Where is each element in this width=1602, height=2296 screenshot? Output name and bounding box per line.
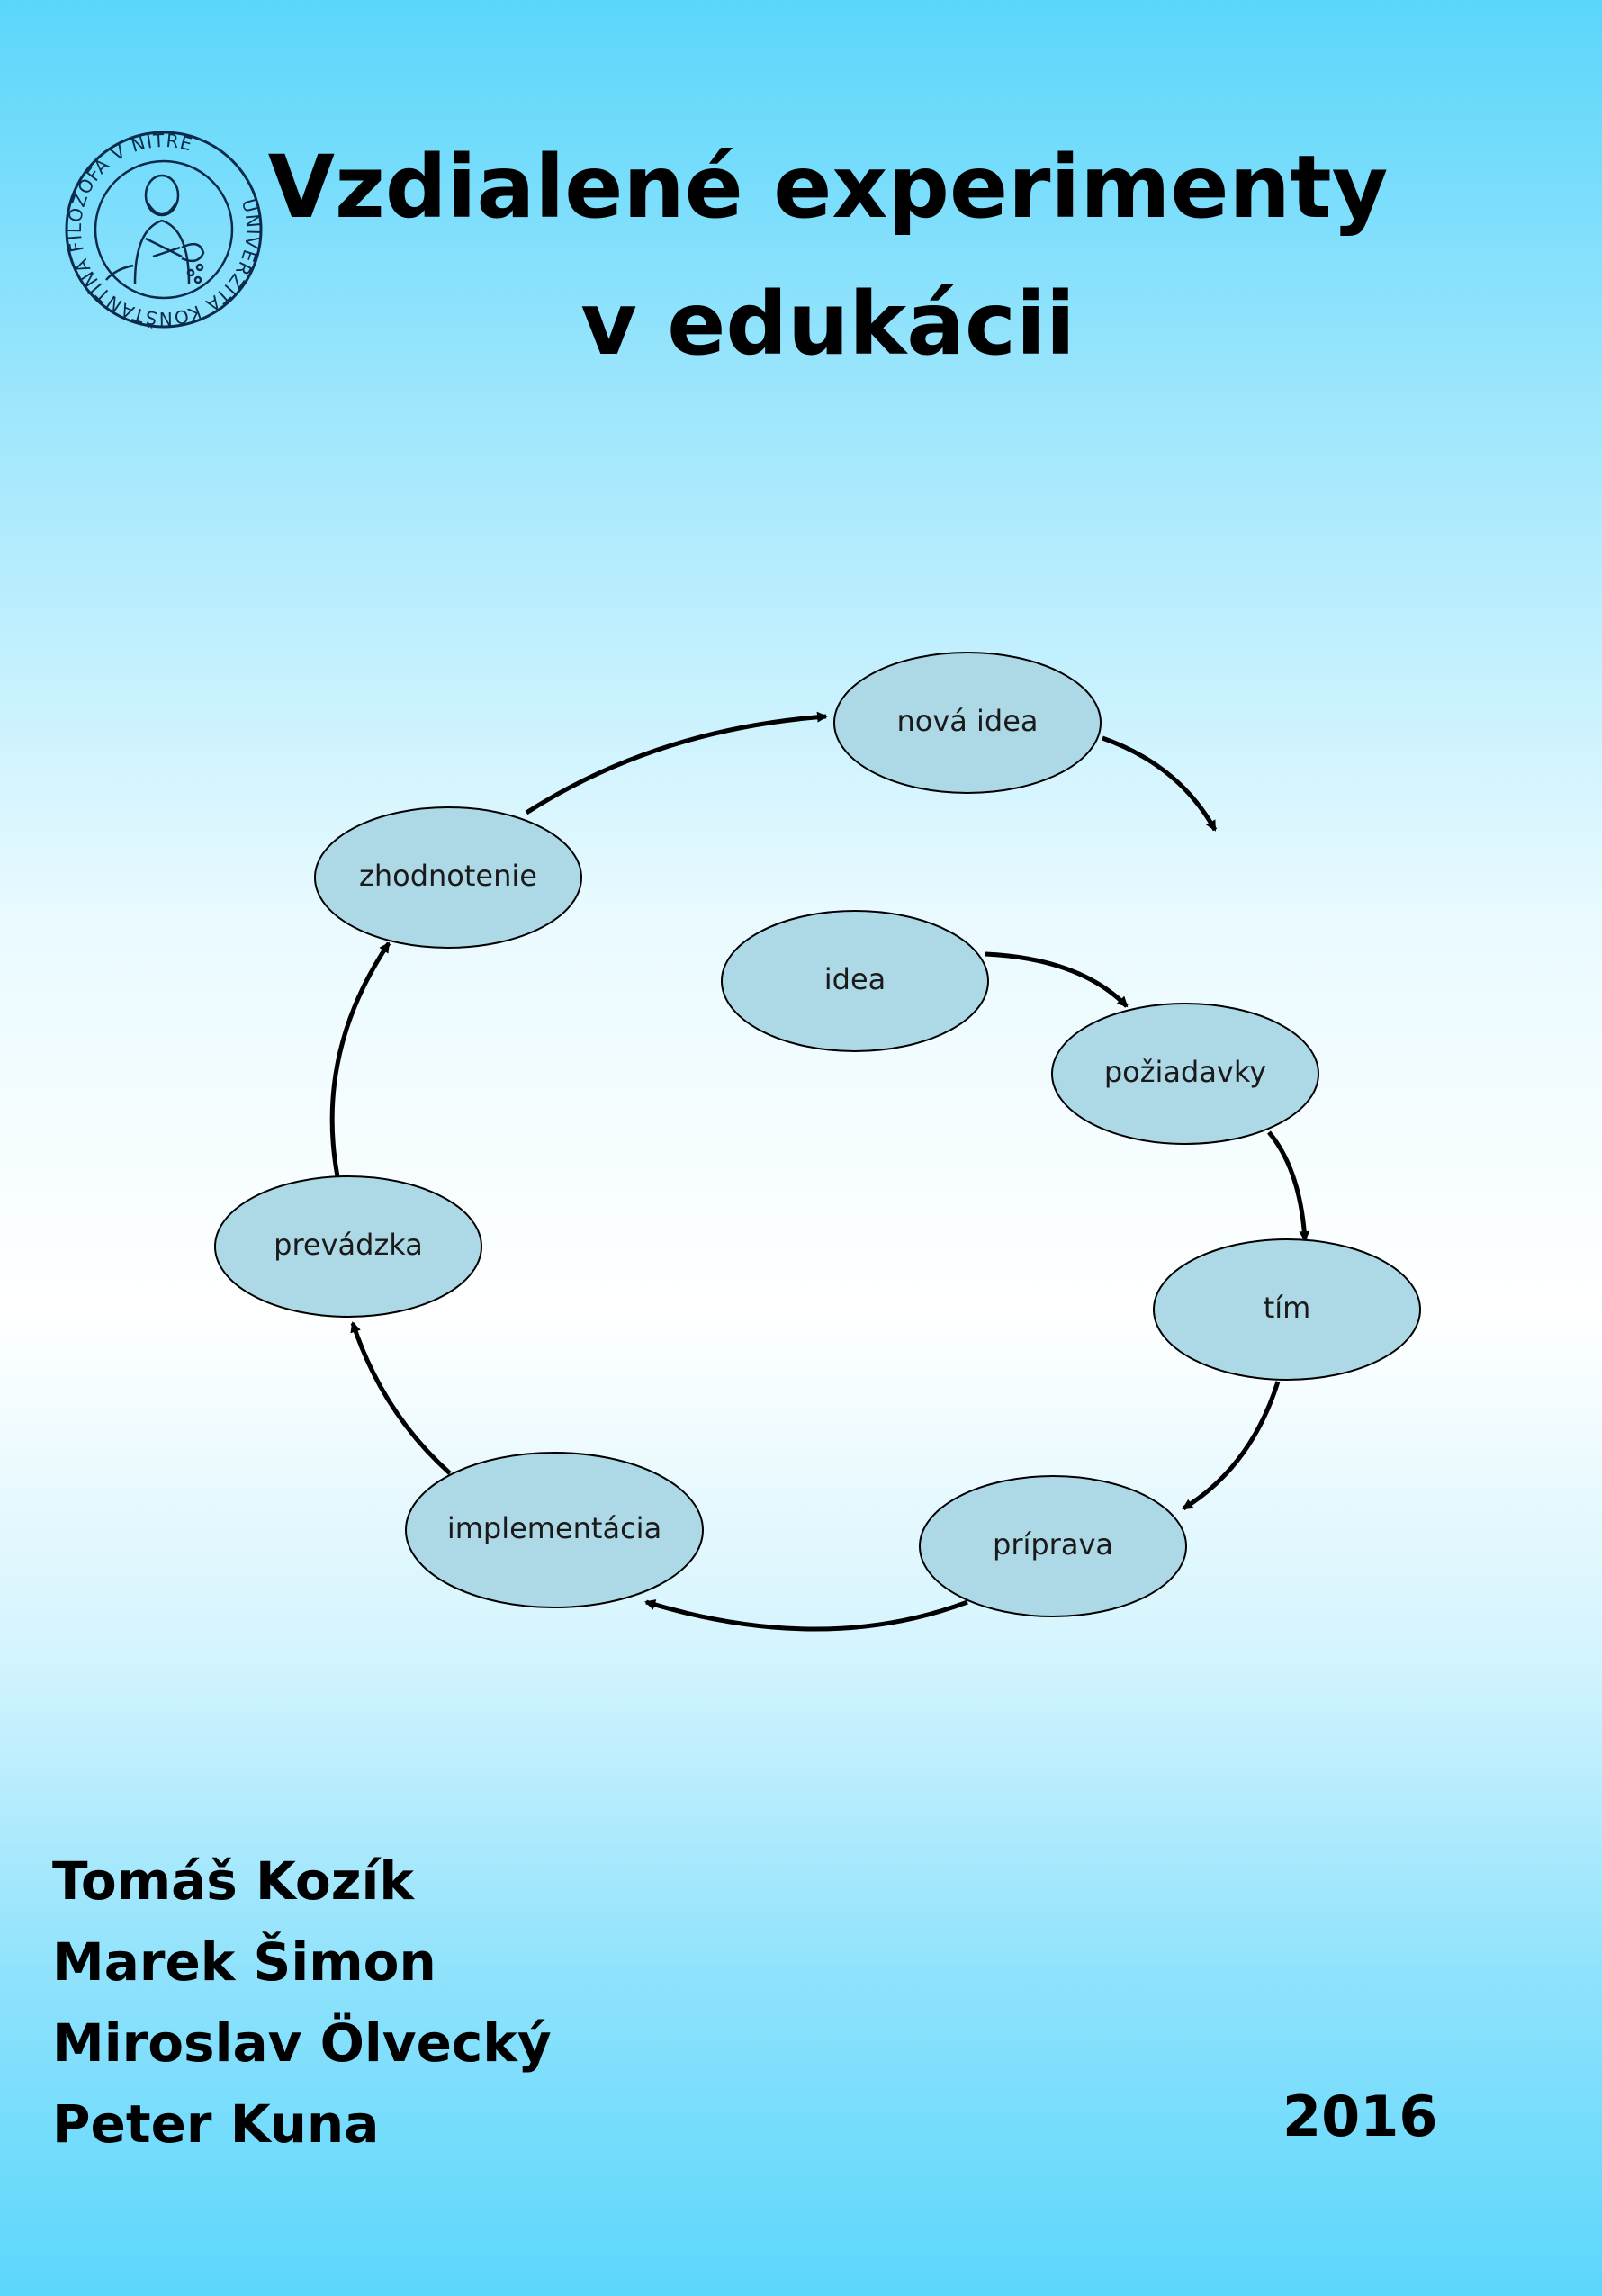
author-list: Tomáš Kozík Marek Šimon Miroslav Ölvecký…	[52, 1841, 552, 2165]
node-label-zhodnotenie: zhodnotenie	[359, 859, 537, 893]
node-zhodnotenie	[314, 806, 582, 949]
university-seal-logo: UNIVERZITA KONŠTANTÍNA FILOZOFA V NITRE	[64, 130, 263, 329]
process-cycle-diagram: nová idea zhodnotenie idea požiadavky pr…	[214, 652, 1421, 1632]
seal-figure-icon	[105, 174, 205, 284]
node-nova-idea	[833, 652, 1102, 794]
node-label-prevadzka: prevádzka	[274, 1228, 423, 1262]
edge-nova-idea-out	[1102, 735, 1218, 832]
title-line-1: Vzdialené experimenty	[267, 137, 1389, 238]
node-poziadavky	[1051, 1003, 1319, 1145]
node-tim	[1153, 1238, 1421, 1381]
edge-zhodnotenie-nova-idea	[525, 711, 828, 815]
node-label-implementacia: implementácia	[447, 1511, 662, 1545]
author-name: Marek Šimon	[52, 1931, 436, 1993]
node-implementacia	[405, 1452, 704, 1608]
edge-tim-priprava	[1182, 1381, 1281, 1511]
node-label-priprava: príprava	[993, 1527, 1113, 1562]
author-name: Tomáš Kozík	[52, 1850, 414, 1912]
node-prevadzka	[214, 1175, 482, 1318]
title-line-2: v edukácii	[580, 274, 1076, 374]
node-idea	[721, 910, 989, 1052]
publication-year: 2016	[1282, 2084, 1438, 2149]
edge-priprava-implementacia	[644, 1599, 968, 1632]
author-name: Miroslav Ölvecký	[52, 2012, 552, 2074]
node-label-nova-idea: nová idea	[896, 704, 1038, 738]
author-name: Peter Kuna	[52, 2093, 380, 2155]
edge-prevadzka-zhodnotenie	[329, 941, 392, 1177]
edge-idea-poziadavky	[985, 951, 1129, 1008]
node-label-tim: tím	[1264, 1291, 1311, 1325]
edge-poziadavky-tim	[1267, 1130, 1310, 1242]
edge-implementacia-prevadzka	[350, 1321, 452, 1475]
node-label-poziadavky: požiadavky	[1104, 1055, 1266, 1089]
node-label-idea: idea	[824, 962, 886, 996]
node-priprava	[919, 1475, 1187, 1617]
